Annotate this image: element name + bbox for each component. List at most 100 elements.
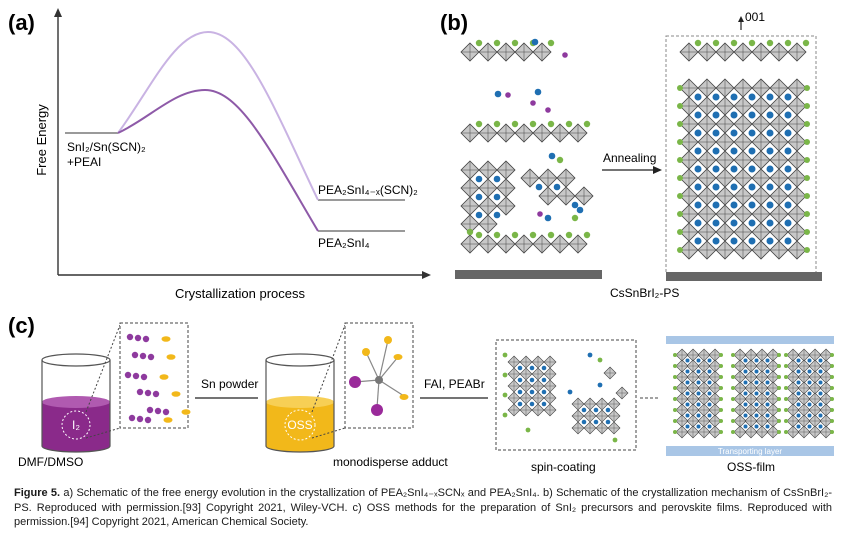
beaker-2-text: OSS bbox=[287, 418, 312, 432]
cs-cation bbox=[818, 358, 823, 363]
octahedron bbox=[751, 240, 771, 260]
octahedron bbox=[697, 132, 717, 152]
cs-cation bbox=[784, 219, 792, 227]
octahedron bbox=[733, 78, 753, 98]
cs-cation bbox=[707, 391, 712, 396]
octahedron bbox=[751, 78, 771, 98]
cs-cation bbox=[784, 129, 792, 137]
cs-cation bbox=[796, 424, 801, 429]
organic-cation bbox=[731, 386, 735, 390]
panel-a-label: (a) bbox=[8, 10, 35, 35]
octahedron bbox=[532, 123, 552, 143]
organic-cation bbox=[804, 229, 810, 235]
octahedron bbox=[769, 186, 789, 206]
yellow-solution bbox=[266, 402, 334, 446]
octahedron bbox=[769, 150, 789, 170]
organic-cation bbox=[784, 408, 788, 412]
cs-cation bbox=[694, 111, 702, 119]
organic-cation bbox=[730, 39, 738, 47]
cs-cation bbox=[685, 424, 690, 429]
cs-cation bbox=[571, 201, 579, 209]
octahedron bbox=[514, 42, 534, 62]
organic-cation bbox=[475, 120, 483, 128]
octahedron bbox=[751, 186, 771, 206]
organic-cation bbox=[830, 353, 834, 357]
cs-cation bbox=[581, 407, 587, 413]
organic-cation bbox=[502, 352, 508, 358]
organic-cation bbox=[804, 103, 810, 109]
organic-cation bbox=[719, 364, 723, 368]
organic-cation bbox=[830, 375, 834, 379]
iodine bbox=[146, 406, 154, 414]
cs-cation bbox=[529, 365, 535, 371]
octahedron bbox=[520, 168, 540, 188]
organic-cation bbox=[777, 386, 781, 390]
cs-cation bbox=[576, 206, 584, 214]
cs-cation bbox=[694, 93, 702, 101]
organic-cation bbox=[777, 353, 781, 357]
cs-cation bbox=[748, 165, 756, 173]
cs-cation bbox=[784, 147, 792, 155]
octahedron bbox=[478, 123, 498, 143]
organic-cation bbox=[677, 85, 683, 91]
solvent-molecule bbox=[161, 336, 171, 342]
octahedron bbox=[733, 42, 753, 62]
cs-cation bbox=[712, 129, 720, 137]
caption-text: a) Schematic of the free energy evolutio… bbox=[14, 487, 833, 528]
organic-cation bbox=[475, 231, 483, 239]
octahedron bbox=[574, 186, 594, 206]
cs-cation bbox=[541, 377, 547, 383]
panel-b: (b) Annealing 001 CsSnBrI₂-PS bbox=[440, 10, 822, 300]
organic-cation bbox=[597, 357, 603, 363]
octahedron bbox=[733, 96, 753, 116]
octahedron bbox=[715, 96, 735, 116]
cs-cation bbox=[754, 358, 759, 363]
cs-cation bbox=[765, 402, 770, 407]
iodine bbox=[136, 415, 144, 423]
organic-cation bbox=[677, 193, 683, 199]
organic-cation bbox=[784, 375, 788, 379]
cs-cation bbox=[707, 402, 712, 407]
octahedron bbox=[769, 204, 789, 224]
iodine bbox=[562, 52, 568, 58]
organic-cation bbox=[511, 39, 519, 47]
cs-cation bbox=[766, 147, 774, 155]
organic-cation bbox=[673, 430, 677, 434]
cs-cation bbox=[748, 201, 756, 209]
cs-cation bbox=[587, 352, 593, 358]
iodine bbox=[537, 211, 543, 217]
octahedron bbox=[769, 78, 789, 98]
cs-cation bbox=[818, 424, 823, 429]
octahedron bbox=[697, 204, 717, 224]
cs-cation bbox=[754, 369, 759, 374]
octahedron bbox=[751, 132, 771, 152]
organic-cation bbox=[677, 247, 683, 253]
cs-cation bbox=[605, 407, 611, 413]
octahedron bbox=[697, 96, 717, 116]
octahedron bbox=[496, 196, 516, 216]
solvent-molecule bbox=[159, 374, 169, 380]
octahedron bbox=[715, 240, 735, 260]
octahedron bbox=[697, 114, 717, 134]
organic-cation bbox=[677, 211, 683, 217]
cs-cation bbox=[766, 93, 774, 101]
cs-cation bbox=[818, 413, 823, 418]
organic-cation bbox=[677, 103, 683, 109]
solvent-molecule bbox=[166, 354, 176, 360]
oss-film-detail bbox=[673, 348, 834, 439]
octahedron bbox=[715, 132, 735, 152]
cs-cation bbox=[696, 413, 701, 418]
octahedron bbox=[769, 96, 789, 116]
cs-cation bbox=[694, 237, 702, 245]
cs-cation bbox=[529, 389, 535, 395]
cs-cation bbox=[748, 147, 756, 155]
cs-cation bbox=[685, 391, 690, 396]
iodine bbox=[136, 388, 144, 396]
octahedron bbox=[460, 234, 480, 254]
octahedron bbox=[787, 240, 807, 260]
octahedron bbox=[787, 186, 807, 206]
organic-cation bbox=[802, 39, 810, 47]
cs-cation bbox=[818, 402, 823, 407]
cs-cation bbox=[712, 147, 720, 155]
octahedron bbox=[751, 168, 771, 188]
